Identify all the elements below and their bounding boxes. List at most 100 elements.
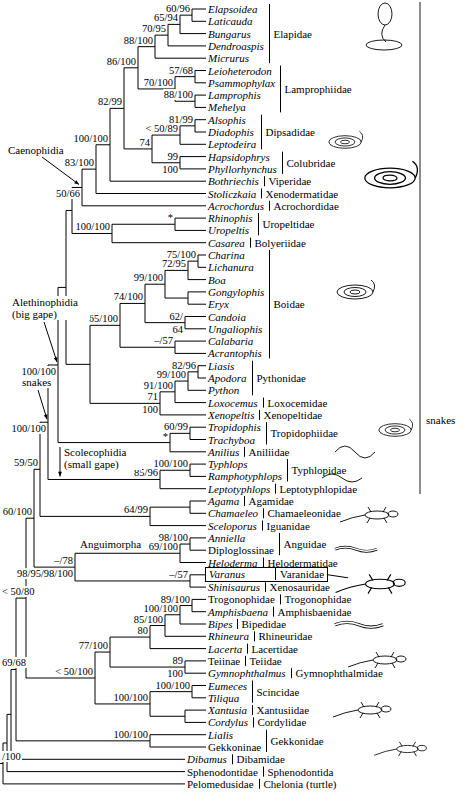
- family-bracket: [244, 496, 245, 506]
- family-label: Scincidae: [257, 686, 300, 698]
- snakes-bracket: [420, 2, 421, 494]
- branch: [175, 230, 206, 231]
- branch: [3, 783, 185, 784]
- taxon-label: Trogonophidae: [208, 593, 275, 605]
- taxon-label: Teiinae: [208, 655, 240, 667]
- branch: [198, 255, 206, 256]
- family-label: Elapidae: [274, 28, 312, 40]
- branch: [192, 685, 206, 686]
- branch: [95, 652, 110, 653]
- branch: [0, 763, 3, 764]
- clade-label: Anguimorpha: [80, 538, 141, 550]
- family-bracket: [275, 484, 276, 494]
- branch: [82, 205, 206, 206]
- lizard-drawing: [340, 507, 398, 523]
- family-bracket: [279, 533, 280, 555]
- branch: [58, 442, 170, 443]
- lizard-drawing: [348, 652, 406, 668]
- branch: [192, 9, 206, 10]
- support-value: *: [162, 431, 169, 442]
- branch: [170, 433, 190, 434]
- support-value: 100/100: [113, 692, 149, 703]
- family-bracket: [252, 361, 253, 396]
- branch: [66, 364, 90, 365]
- taxon-label: Lamprophis: [208, 89, 261, 101]
- branch: [124, 67, 138, 68]
- branch: [110, 181, 206, 182]
- taxon-label: Chamaeleo: [208, 507, 258, 519]
- arrow-head: [44, 414, 48, 419]
- branch: [152, 135, 180, 136]
- snake-drawing: [365, 161, 418, 188]
- support-value: –/78: [53, 555, 74, 566]
- branch: [160, 414, 206, 415]
- branch: [26, 518, 34, 519]
- support-value: < 50/100: [54, 666, 94, 677]
- support-value: 57/68: [168, 65, 194, 76]
- branch: [150, 648, 206, 649]
- taxon-label: Rhinophis: [208, 212, 253, 224]
- family-bracket: [266, 422, 267, 444]
- family-label: Dipsadidae: [266, 126, 315, 138]
- branch: [195, 107, 206, 108]
- family-bracket: [287, 459, 288, 481]
- support-value: 50/66: [55, 188, 81, 199]
- taxon-label: Charina: [208, 249, 245, 261]
- family-label: Bolyeriidae: [255, 237, 306, 249]
- branch: [40, 516, 150, 517]
- family-label: Pythonidae: [257, 372, 307, 384]
- family-label: Typhlopidae: [292, 464, 347, 476]
- taxon-label: Psammophylax: [208, 77, 275, 89]
- family-label: Acrochordidae: [274, 200, 339, 212]
- support-value: /100: [1, 751, 22, 762]
- branch: [165, 614, 180, 615]
- support-value: 77/100: [78, 640, 109, 651]
- taxon-label: Liasis: [208, 360, 234, 372]
- family-bracket: [262, 521, 263, 531]
- lizard-drawing: [335, 547, 377, 551]
- taxon-label: Laticauda: [208, 15, 253, 27]
- taxon-label: Uropeltis: [208, 224, 249, 236]
- branch: [185, 328, 206, 329]
- clade-arrow: [38, 390, 47, 419]
- branch: [66, 210, 72, 211]
- branch: [185, 660, 206, 661]
- family-label: Tropidophiidae: [271, 427, 338, 439]
- branch: [95, 703, 150, 704]
- taxon-label: Apodora: [208, 372, 247, 384]
- branch: [11, 669, 16, 670]
- branch: [180, 15, 192, 16]
- branch: [195, 119, 206, 120]
- support-value: 70/100: [143, 77, 174, 88]
- branch: [175, 76, 195, 77]
- taxon-label: Dibamus: [187, 753, 227, 765]
- support-value: < 50/89: [145, 123, 179, 134]
- snake-drawing: [335, 446, 375, 458]
- branch: [110, 637, 150, 638]
- branch: [26, 678, 95, 679]
- branch: [7, 771, 185, 772]
- support-value: 91/100: [143, 380, 174, 391]
- taxon-label: Cordylus: [208, 716, 248, 728]
- branch: [170, 451, 206, 452]
- bracket-label: snakes: [426, 414, 455, 426]
- branch: [180, 605, 192, 606]
- family-bracket: [244, 447, 245, 457]
- branch: [185, 316, 206, 317]
- branch: [185, 722, 206, 723]
- support-value: 72/95: [161, 258, 187, 269]
- family-bracket: [245, 656, 246, 666]
- family-bracket: [254, 631, 255, 641]
- family-bracket: [273, 607, 274, 617]
- support-value: 69/100: [148, 541, 179, 552]
- support-value: 64: [172, 324, 185, 335]
- taxon-label: Diploglossinae: [208, 544, 274, 556]
- support-value: 100: [166, 668, 184, 679]
- family-bracket: [263, 508, 264, 518]
- branch: [96, 144, 110, 145]
- taxon-label: Bungarus: [208, 28, 251, 40]
- family-bracket: [263, 398, 264, 408]
- branch: [185, 710, 206, 711]
- family-bracket: [237, 619, 238, 629]
